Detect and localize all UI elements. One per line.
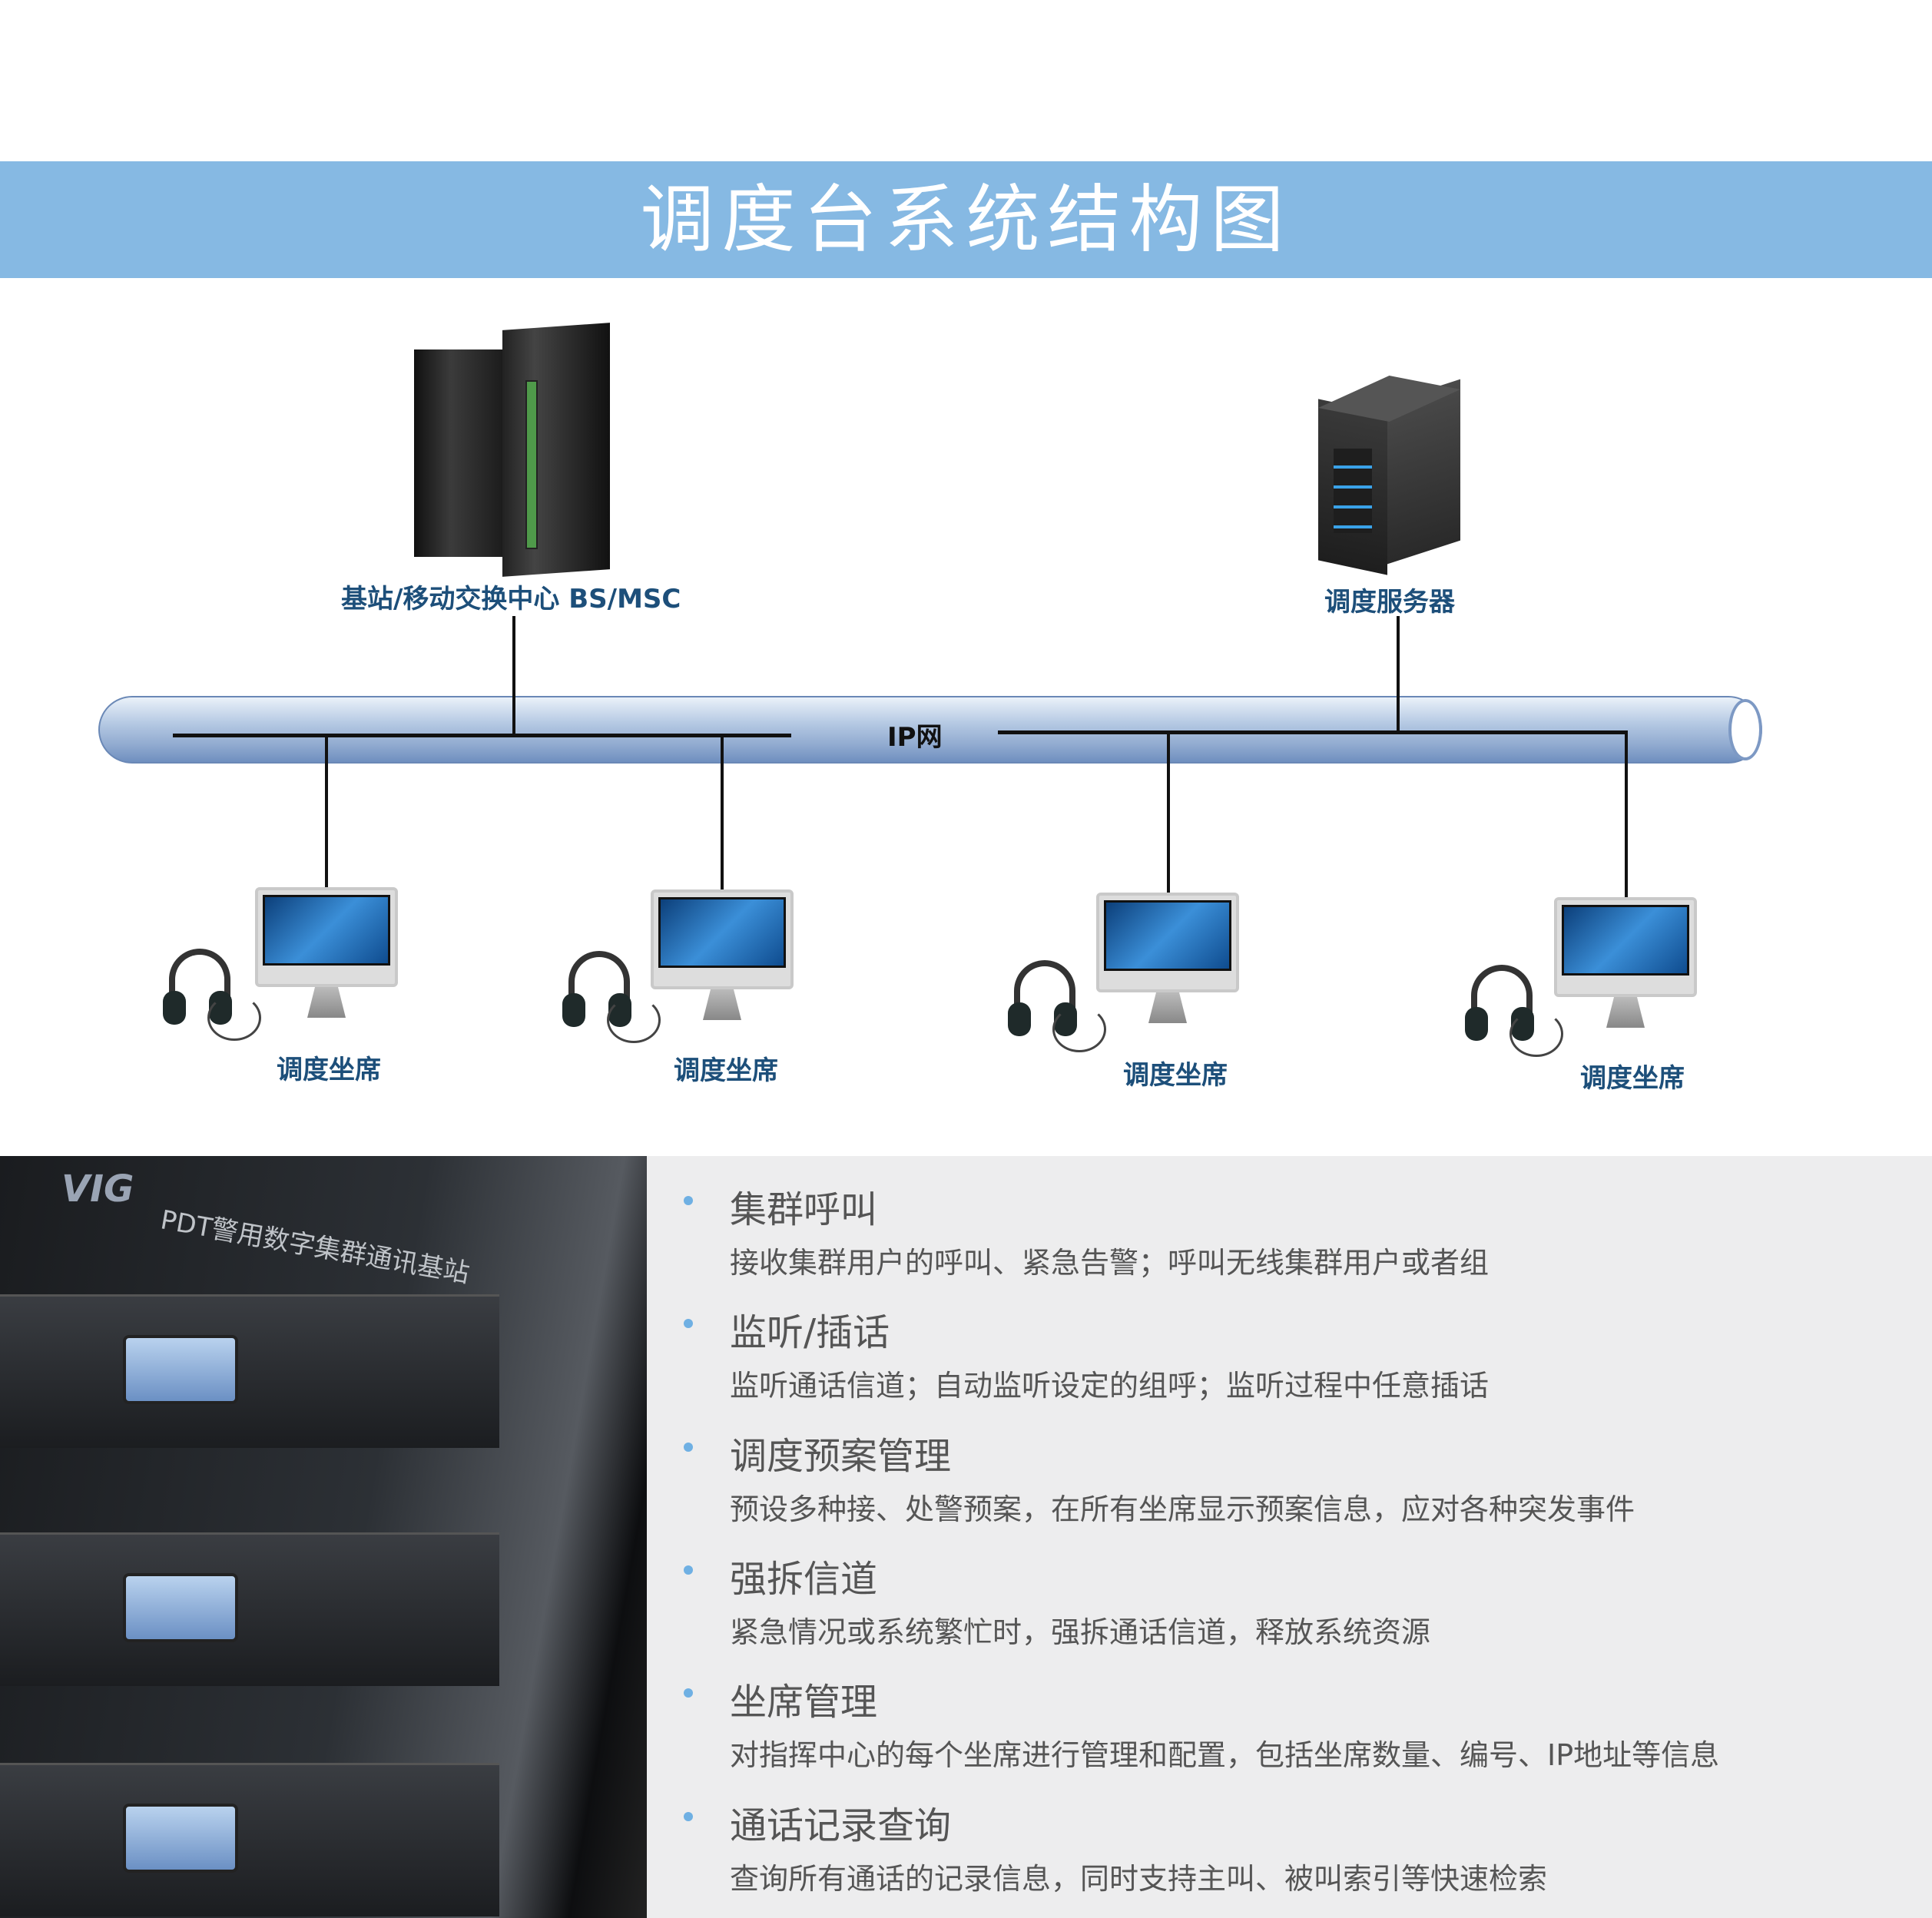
dispatch-seat: 调度坐席 xyxy=(561,889,814,1089)
dispatch-server-icon xyxy=(1318,376,1460,575)
base-station-rack-photo xyxy=(0,1156,647,1918)
bs-msc-label: 基站/移动交换中心 BS/MSC xyxy=(341,584,681,614)
link-bs-msc xyxy=(512,616,515,735)
feature-desc: 查询所有通话的记录信息，同时支持主叫、被叫索引等快速检索 xyxy=(730,1862,1548,1896)
feature-desc: 紧急情况或系统繁忙时，强拆通话信道，释放系统资源 xyxy=(730,1615,1431,1649)
bs-msc-cabinet-icon xyxy=(410,323,616,577)
feature-desc: 监听通话信道；自动监听设定的组呼；监听过程中任意插话 xyxy=(730,1369,1490,1403)
dispatch-server-label: 调度服务器 xyxy=(1324,587,1455,618)
monitor-icon xyxy=(1554,897,1697,1032)
seat-label: 调度坐席 xyxy=(1580,1063,1685,1094)
title-banner xyxy=(0,161,1932,278)
feature-heading: 坐席管理 xyxy=(730,1681,878,1724)
feature-desc: 接收集群用户的呼叫、紧急告警；呼叫无线集群用户或者组 xyxy=(730,1246,1490,1280)
feature-heading: 集群呼叫 xyxy=(730,1188,878,1231)
bus-line-right xyxy=(998,730,1628,734)
link-seat-1 xyxy=(325,736,328,887)
headset-icon xyxy=(1006,960,1106,1052)
ip-network-pipe xyxy=(98,696,1762,764)
seat-label: 调度坐席 xyxy=(674,1055,778,1086)
link-seat-3 xyxy=(1167,733,1170,893)
link-server xyxy=(1397,616,1400,733)
seat-label: 调度坐席 xyxy=(277,1055,381,1085)
bus-line-left xyxy=(173,734,791,737)
headset-icon xyxy=(161,949,261,1041)
feature-heading: 强拆信道 xyxy=(730,1558,878,1601)
monitor-icon xyxy=(255,887,398,1022)
feature-desc: 对指挥中心的每个坐席进行管理和配置，包括坐席数量、编号、IP地址等信息 xyxy=(730,1738,1720,1772)
page-title: 调度台系统结构图 xyxy=(640,177,1292,263)
seat-label: 调度坐席 xyxy=(1123,1060,1228,1091)
feature-heading: 通话记录查询 xyxy=(730,1804,952,1847)
link-seat-4 xyxy=(1625,733,1628,897)
headset-icon xyxy=(561,951,661,1043)
headset-icon xyxy=(1463,965,1563,1057)
dispatch-seat: 调度坐席 xyxy=(1463,897,1717,1097)
features-panel xyxy=(647,1156,1932,1918)
pipe-end xyxy=(1728,699,1762,760)
bullet-icon xyxy=(684,1688,693,1698)
monitor-icon xyxy=(1096,893,1239,1028)
bullet-icon xyxy=(684,1565,693,1575)
bullet-icon xyxy=(684,1443,693,1452)
feature-heading: 监听/插话 xyxy=(730,1311,890,1354)
bullet-icon xyxy=(684,1196,693,1205)
bullet-icon xyxy=(684,1319,693,1328)
vig-logo: VIG xyxy=(61,1168,134,1211)
ip-network-label: IP网 xyxy=(887,722,943,753)
bullet-icon xyxy=(684,1812,693,1821)
monitor-icon xyxy=(651,889,794,1025)
feature-desc: 预设多种接、处警预案，在所有坐席显示预案信息，应对各种突发事件 xyxy=(730,1492,1635,1526)
dispatch-seat: 调度坐席 xyxy=(161,887,415,1087)
feature-heading: 调度预案管理 xyxy=(730,1435,952,1478)
dispatch-seat: 调度坐席 xyxy=(1006,893,1260,1092)
link-seat-2 xyxy=(721,736,724,889)
